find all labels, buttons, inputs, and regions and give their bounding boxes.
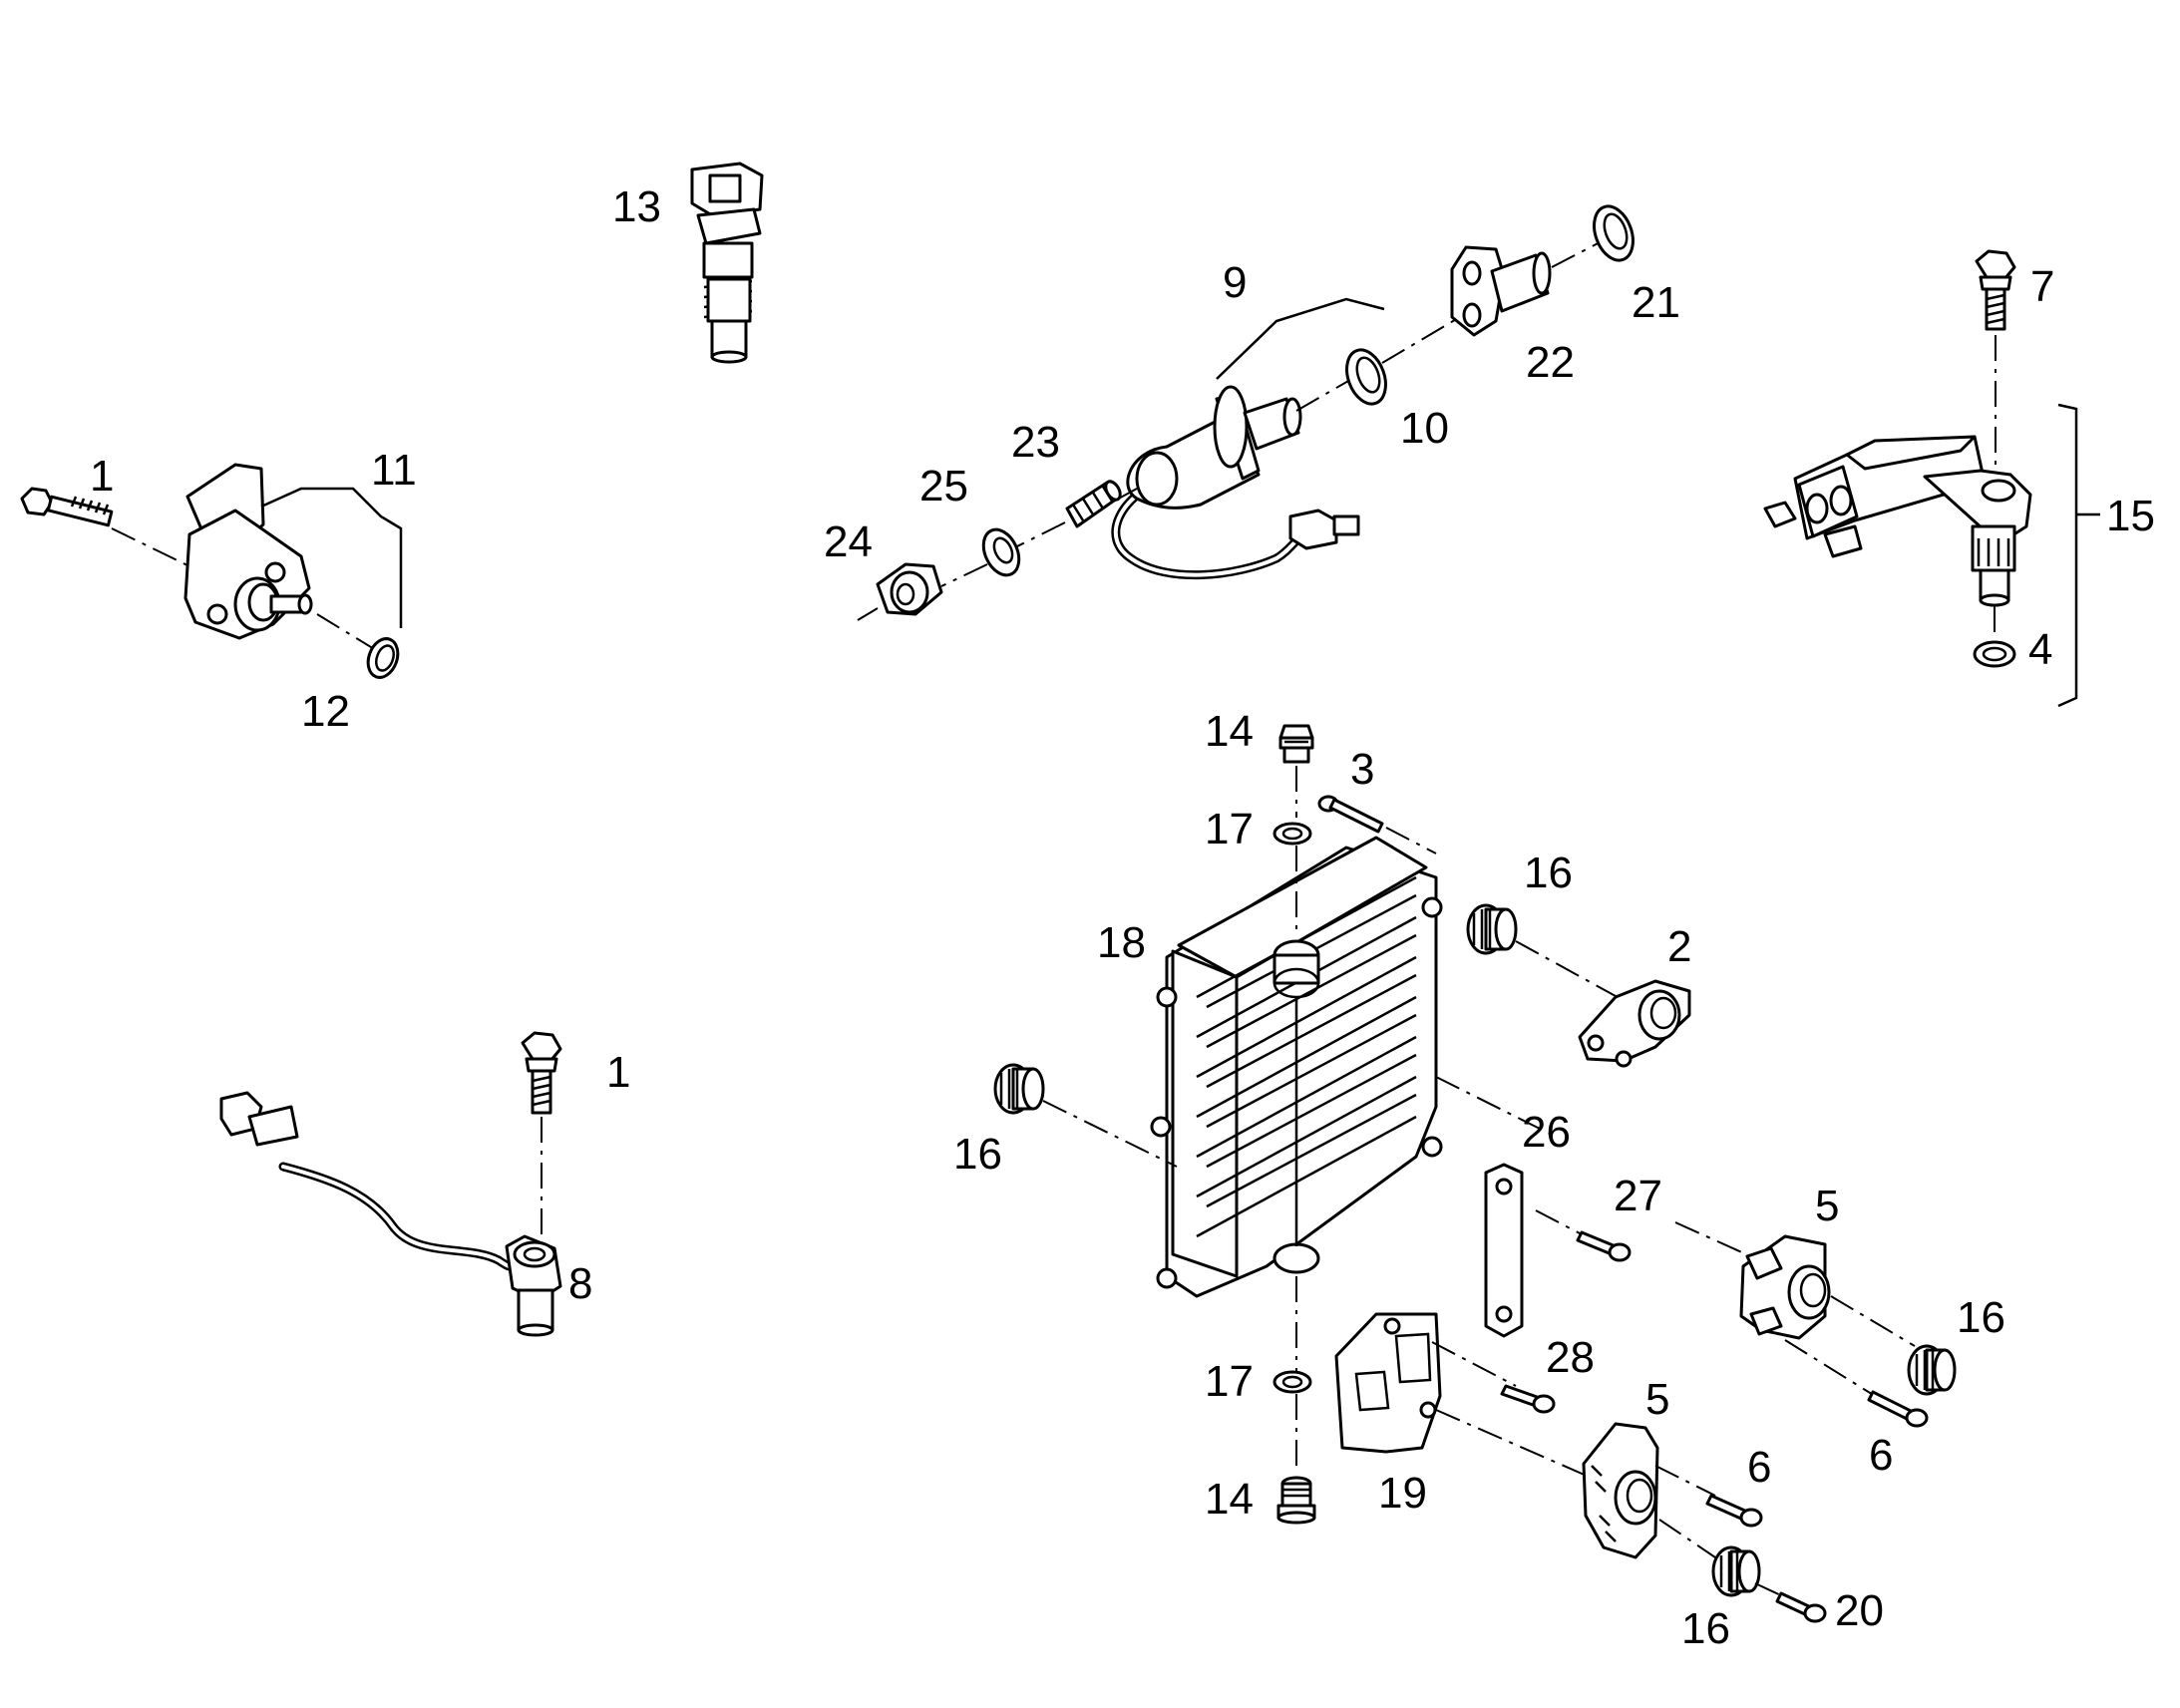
axis-line-screw-6-right: [1784, 1339, 1876, 1397]
oring-part-10: [1345, 348, 1387, 406]
axis-line-screw-3: [1385, 827, 1437, 854]
callout-17-top: 17: [1205, 805, 1254, 854]
sensor-part-5-upper: [1739, 1234, 1831, 1340]
temperature-sensor-part-13: [690, 162, 764, 364]
axis-line-sensor-5-lower: [1435, 1409, 1597, 1481]
plug-part-14-top: [1278, 724, 1314, 764]
axis-line-nut-24-tail: [857, 607, 879, 621]
callout-22: 22: [1526, 338, 1575, 387]
axis-line-sensor-5-upper: [1674, 1221, 1756, 1259]
screw-part-6-right: [1867, 1390, 1929, 1428]
callout-24: 24: [824, 517, 873, 566]
adapter-flange-part-22: [1450, 245, 1552, 337]
callout-19: 19: [1378, 1469, 1427, 1518]
knock-sensor-part-8: [219, 1091, 562, 1337]
callout-12: 12: [301, 687, 350, 736]
connector-cap-part-16-right: [1907, 1344, 1957, 1396]
axis-line-screw-6-lower: [1654, 1465, 1716, 1497]
callout-15: 15: [2106, 492, 2155, 540]
sensor-part-2: [1578, 979, 1691, 1068]
screw-part-27: [1576, 1230, 1632, 1262]
callout-23: 23: [1011, 418, 1060, 467]
axis-line-oring-10: [1381, 310, 1471, 364]
callout-1-lower: 1: [606, 1048, 630, 1097]
callout-5-upper: 5: [1815, 1182, 1839, 1230]
callout-20: 20: [1835, 1586, 1884, 1635]
callout-21: 21: [1632, 278, 1680, 327]
connector-cap-part-16-upper: [1466, 903, 1518, 955]
axis-line-cap-16-bottom: [1658, 1519, 1716, 1558]
callout-9: 9: [1223, 258, 1247, 307]
callout-17-bottom: 17: [1205, 1357, 1254, 1406]
leader-part-9: [1216, 297, 1385, 380]
callout-6-lower: 6: [1747, 1443, 1771, 1492]
callout-3: 3: [1350, 745, 1374, 794]
bracket-part-26: [1484, 1163, 1524, 1338]
bolt-part-7: [1975, 249, 2016, 331]
map-sensor-part-11: [183, 463, 313, 640]
axis-line-screw-28: [1431, 1341, 1517, 1387]
washer-part-25: [981, 527, 1021, 577]
callout-4: 4: [2028, 625, 2052, 674]
axis-line-cap-16-left: [1042, 1100, 1178, 1168]
axis-line-cap-16-right: [1830, 1295, 1916, 1347]
callout-18: 18: [1097, 918, 1146, 967]
axis-line-washer-25: [1008, 521, 1066, 551]
callout-5-lower: 5: [1645, 1375, 1669, 1424]
screw-part-28: [1500, 1384, 1556, 1414]
callout-2: 2: [1667, 922, 1691, 971]
callout-27: 27: [1614, 1172, 1662, 1220]
seal-ring-part-17-bottom: [1272, 1370, 1312, 1394]
screw-part-3: [1317, 795, 1384, 834]
axis-line-oring-21: [1551, 238, 1607, 268]
axis-line-sensor-9: [1295, 364, 1377, 412]
axis-line-bolt-1: [111, 527, 190, 567]
seal-ring-part-17-top: [1272, 822, 1312, 846]
oring-part-21: [1593, 204, 1635, 262]
connector-cap-part-16-bottom: [1711, 1545, 1761, 1597]
sensor-with-cable-part-9: [1111, 385, 1360, 580]
callout-16-left: 16: [953, 1130, 1002, 1179]
callout-1-top-left: 1: [90, 452, 114, 501]
callout-8: 8: [568, 1259, 592, 1308]
plug-part-14-bottom: [1276, 1476, 1316, 1525]
callout-25: 25: [919, 462, 968, 511]
leader-bracket-11: [260, 487, 403, 628]
callout-16-right: 16: [1957, 1293, 2005, 1342]
axis-line-screw-27: [1535, 1209, 1583, 1235]
callout-11: 11: [371, 446, 417, 495]
callout-13: 13: [612, 182, 661, 231]
axis-line-part-26: [1435, 1076, 1557, 1138]
callout-28: 28: [1546, 1333, 1595, 1382]
callout-14-top: 14: [1205, 707, 1254, 756]
ecu-control-unit-part-18: [1150, 836, 1443, 1298]
callout-16-bottom: 16: [1681, 1604, 1730, 1653]
screw-part-20: [1775, 1591, 1827, 1623]
callout-14-bottom: 14: [1205, 1475, 1254, 1524]
axis-line-screw-20: [1754, 1582, 1786, 1598]
bolt-part-1-lower: [521, 1031, 562, 1115]
stud-part-23: [1065, 480, 1122, 528]
camshaft-sensor-part-15: [1763, 435, 2032, 607]
oring-part-4: [1973, 640, 2016, 668]
callout-10: 10: [1400, 404, 1449, 453]
oring-part-12: [366, 637, 400, 679]
nut-part-24: [876, 562, 943, 616]
callout-7: 7: [2030, 262, 2054, 311]
screw-part-6-lower: [1705, 1494, 1763, 1528]
axis-line-nut-24: [940, 563, 988, 587]
bolt-part-1-top-left: [20, 487, 114, 527]
callout-6-right: 6: [1869, 1431, 1893, 1480]
callout-16-upper: 16: [1524, 849, 1573, 897]
callout-26: 26: [1522, 1108, 1571, 1157]
bracket-part-15: [2057, 403, 2078, 708]
gasket-plate-part-19: [1334, 1312, 1442, 1454]
sensor-part-5-lower: [1582, 1422, 1659, 1559]
connector-cap-part-16-left: [993, 1063, 1045, 1115]
